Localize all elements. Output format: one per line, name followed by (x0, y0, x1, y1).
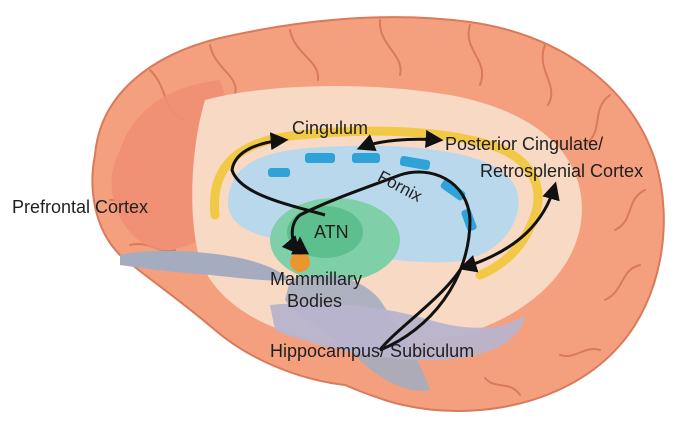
posterior-cingulate-label-line1: Posterior Cingulate/ (445, 134, 603, 155)
atn-label: ATN (314, 222, 349, 243)
prefrontal-cortex-label: Prefrontal Cortex (12, 197, 148, 218)
cingulum-label: Cingulum (292, 118, 368, 139)
mammillary-label-line2: Bodies (287, 291, 342, 312)
posterior-cingulate-label-line2: Retrosplenial Cortex (480, 161, 643, 182)
hippocampus-subiculum-label: Hippocampus/ Subiculum (270, 341, 474, 362)
mammillary-label-line1: Mammillary (270, 269, 362, 290)
